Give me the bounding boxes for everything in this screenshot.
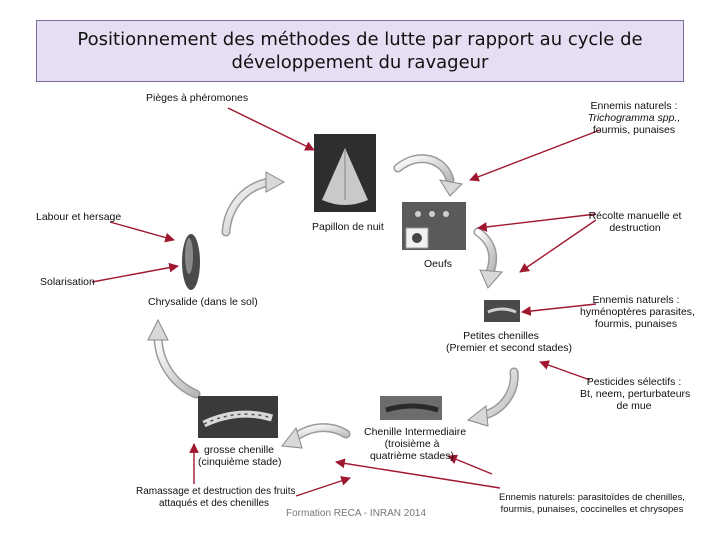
arrow-natural-enemies-1 xyxy=(469,129,601,182)
method-selective-pesticides: Pesticides sélectifs : Bt, neem, perturb… xyxy=(580,376,691,412)
cycle-arrow-intermediate-to-large xyxy=(281,423,351,449)
large-caterpillar-photo xyxy=(198,396,278,438)
method-natural-enemies-2: Ennemis naturels : hyménoptères parasite… xyxy=(580,294,695,330)
method-fruit-collection: Ramassage et destruction des fruits atta… xyxy=(136,486,296,510)
method-pheromone-traps: Pièges à phéromones xyxy=(146,92,249,104)
arrow-plowing xyxy=(109,221,175,243)
cycle-arrow-eggs-to-small xyxy=(473,227,504,289)
intermediate-caterpillar-line-3: quatrième stades) xyxy=(369,450,455,462)
fruit-collection-line-2: attaqués et des chenilles xyxy=(158,498,270,509)
natural-enemies-1-line-2: Trichogramma spp., xyxy=(587,112,681,124)
intermediate-caterpillar-photo xyxy=(380,396,442,420)
footer-credit: Formation RECA - INRAN 2014 xyxy=(286,508,427,519)
method-solarization: Solarisation xyxy=(40,276,95,288)
title-line-2: développement du ravageur xyxy=(231,52,489,73)
stage-small-caterpillars-label: Petites chenilles (Premier et second sta… xyxy=(446,330,573,354)
manual-harvest-line-2: destruction xyxy=(609,222,661,234)
method-natural-enemies-3: Ennemis naturels: parasitoïdes de chenil… xyxy=(496,492,688,516)
stage-intermediate-caterpillar-label: Chenille Intermediaire (troisième à quat… xyxy=(364,426,467,462)
intermediate-caterpillar-line-2: (troisième à xyxy=(384,438,440,450)
method-natural-enemies-1: Ennemis naturels : Trichogramma spp., fo… xyxy=(582,100,686,136)
moth-photo xyxy=(314,134,376,212)
large-caterpillar-line-2: (cinquième stade) xyxy=(198,456,282,468)
method-manual-harvest: Récolte manuelle et destruction xyxy=(588,210,682,234)
arrow-pheromone-traps xyxy=(227,107,315,151)
arrow-selective-pesticides xyxy=(539,360,591,381)
title-box: Positionnement des méthodes de lutte par… xyxy=(36,20,684,82)
small-caterpillars-line-2: (Premier et second stades) xyxy=(446,342,573,354)
small-caterpillar-photo xyxy=(484,300,520,322)
stage-moth-label: Papillon de nuit xyxy=(312,221,384,233)
stage-pupa-label: Chrysalide (dans le sol) xyxy=(148,296,258,308)
cycle-arrow-large-to-pupa xyxy=(147,318,201,399)
arrow-fruit-collection-2 xyxy=(295,476,351,497)
arrow-manual-harvest-1 xyxy=(477,213,597,232)
selective-pesticides-line-2: Bt, neem, perturbateurs xyxy=(580,388,691,400)
natural-enemies-1-line-3: fourmis, punaises xyxy=(592,124,676,136)
arrow-natural-enemies-3a xyxy=(447,454,493,475)
intermediate-caterpillar-line-1: Chenille Intermediaire xyxy=(364,426,467,438)
selective-pesticides-line-1: Pesticides sélectifs : xyxy=(586,376,682,388)
method-plowing: Labour et hersage xyxy=(36,211,122,223)
manual-harvest-line-1: Récolte manuelle et xyxy=(588,210,682,222)
selective-pesticides-line-3: de mue xyxy=(616,400,652,412)
cycle-arrow-pupa-to-moth xyxy=(221,171,286,237)
arrow-natural-enemies-3b xyxy=(335,458,501,489)
natural-enemies-2-line-1: Ennemis naturels : xyxy=(592,294,680,306)
large-caterpillar-line-1: grosse chenille xyxy=(203,444,275,456)
stage-large-caterpillar-label: grosse chenille (cinquième stade) xyxy=(198,444,282,468)
pupa-photo xyxy=(182,234,200,290)
fruit-collection-line-1: Ramassage et destruction des fruits xyxy=(136,486,296,497)
arrow-manual-harvest-2 xyxy=(519,219,597,273)
arrow-solarization xyxy=(91,262,179,283)
eggs-photo xyxy=(402,202,466,250)
natural-enemies-3-line-2: fourmis, punaises, coccinelles et chryso… xyxy=(500,504,684,515)
arrow-natural-enemies-2 xyxy=(521,303,597,316)
natural-enemies-2-line-3: fourmis, punaises xyxy=(594,318,678,330)
cycle-arrow-small-to-intermediate xyxy=(466,367,519,427)
natural-enemies-2-line-2: hyménoptères parasites, xyxy=(580,306,695,318)
cycle-arrow-moth-to-eggs xyxy=(393,154,464,197)
small-caterpillars-line-1: Petites chenilles xyxy=(463,330,539,342)
method-arrows xyxy=(91,107,601,497)
natural-enemies-1-line-1: Ennemis naturels : xyxy=(590,100,678,112)
natural-enemies-3-line-1: Ennemis naturels: parasitoïdes de chenil… xyxy=(499,492,685,503)
stage-eggs-label: Oeufs xyxy=(424,258,453,270)
title-line-1: Positionnement des méthodes de lutte par… xyxy=(77,29,643,50)
